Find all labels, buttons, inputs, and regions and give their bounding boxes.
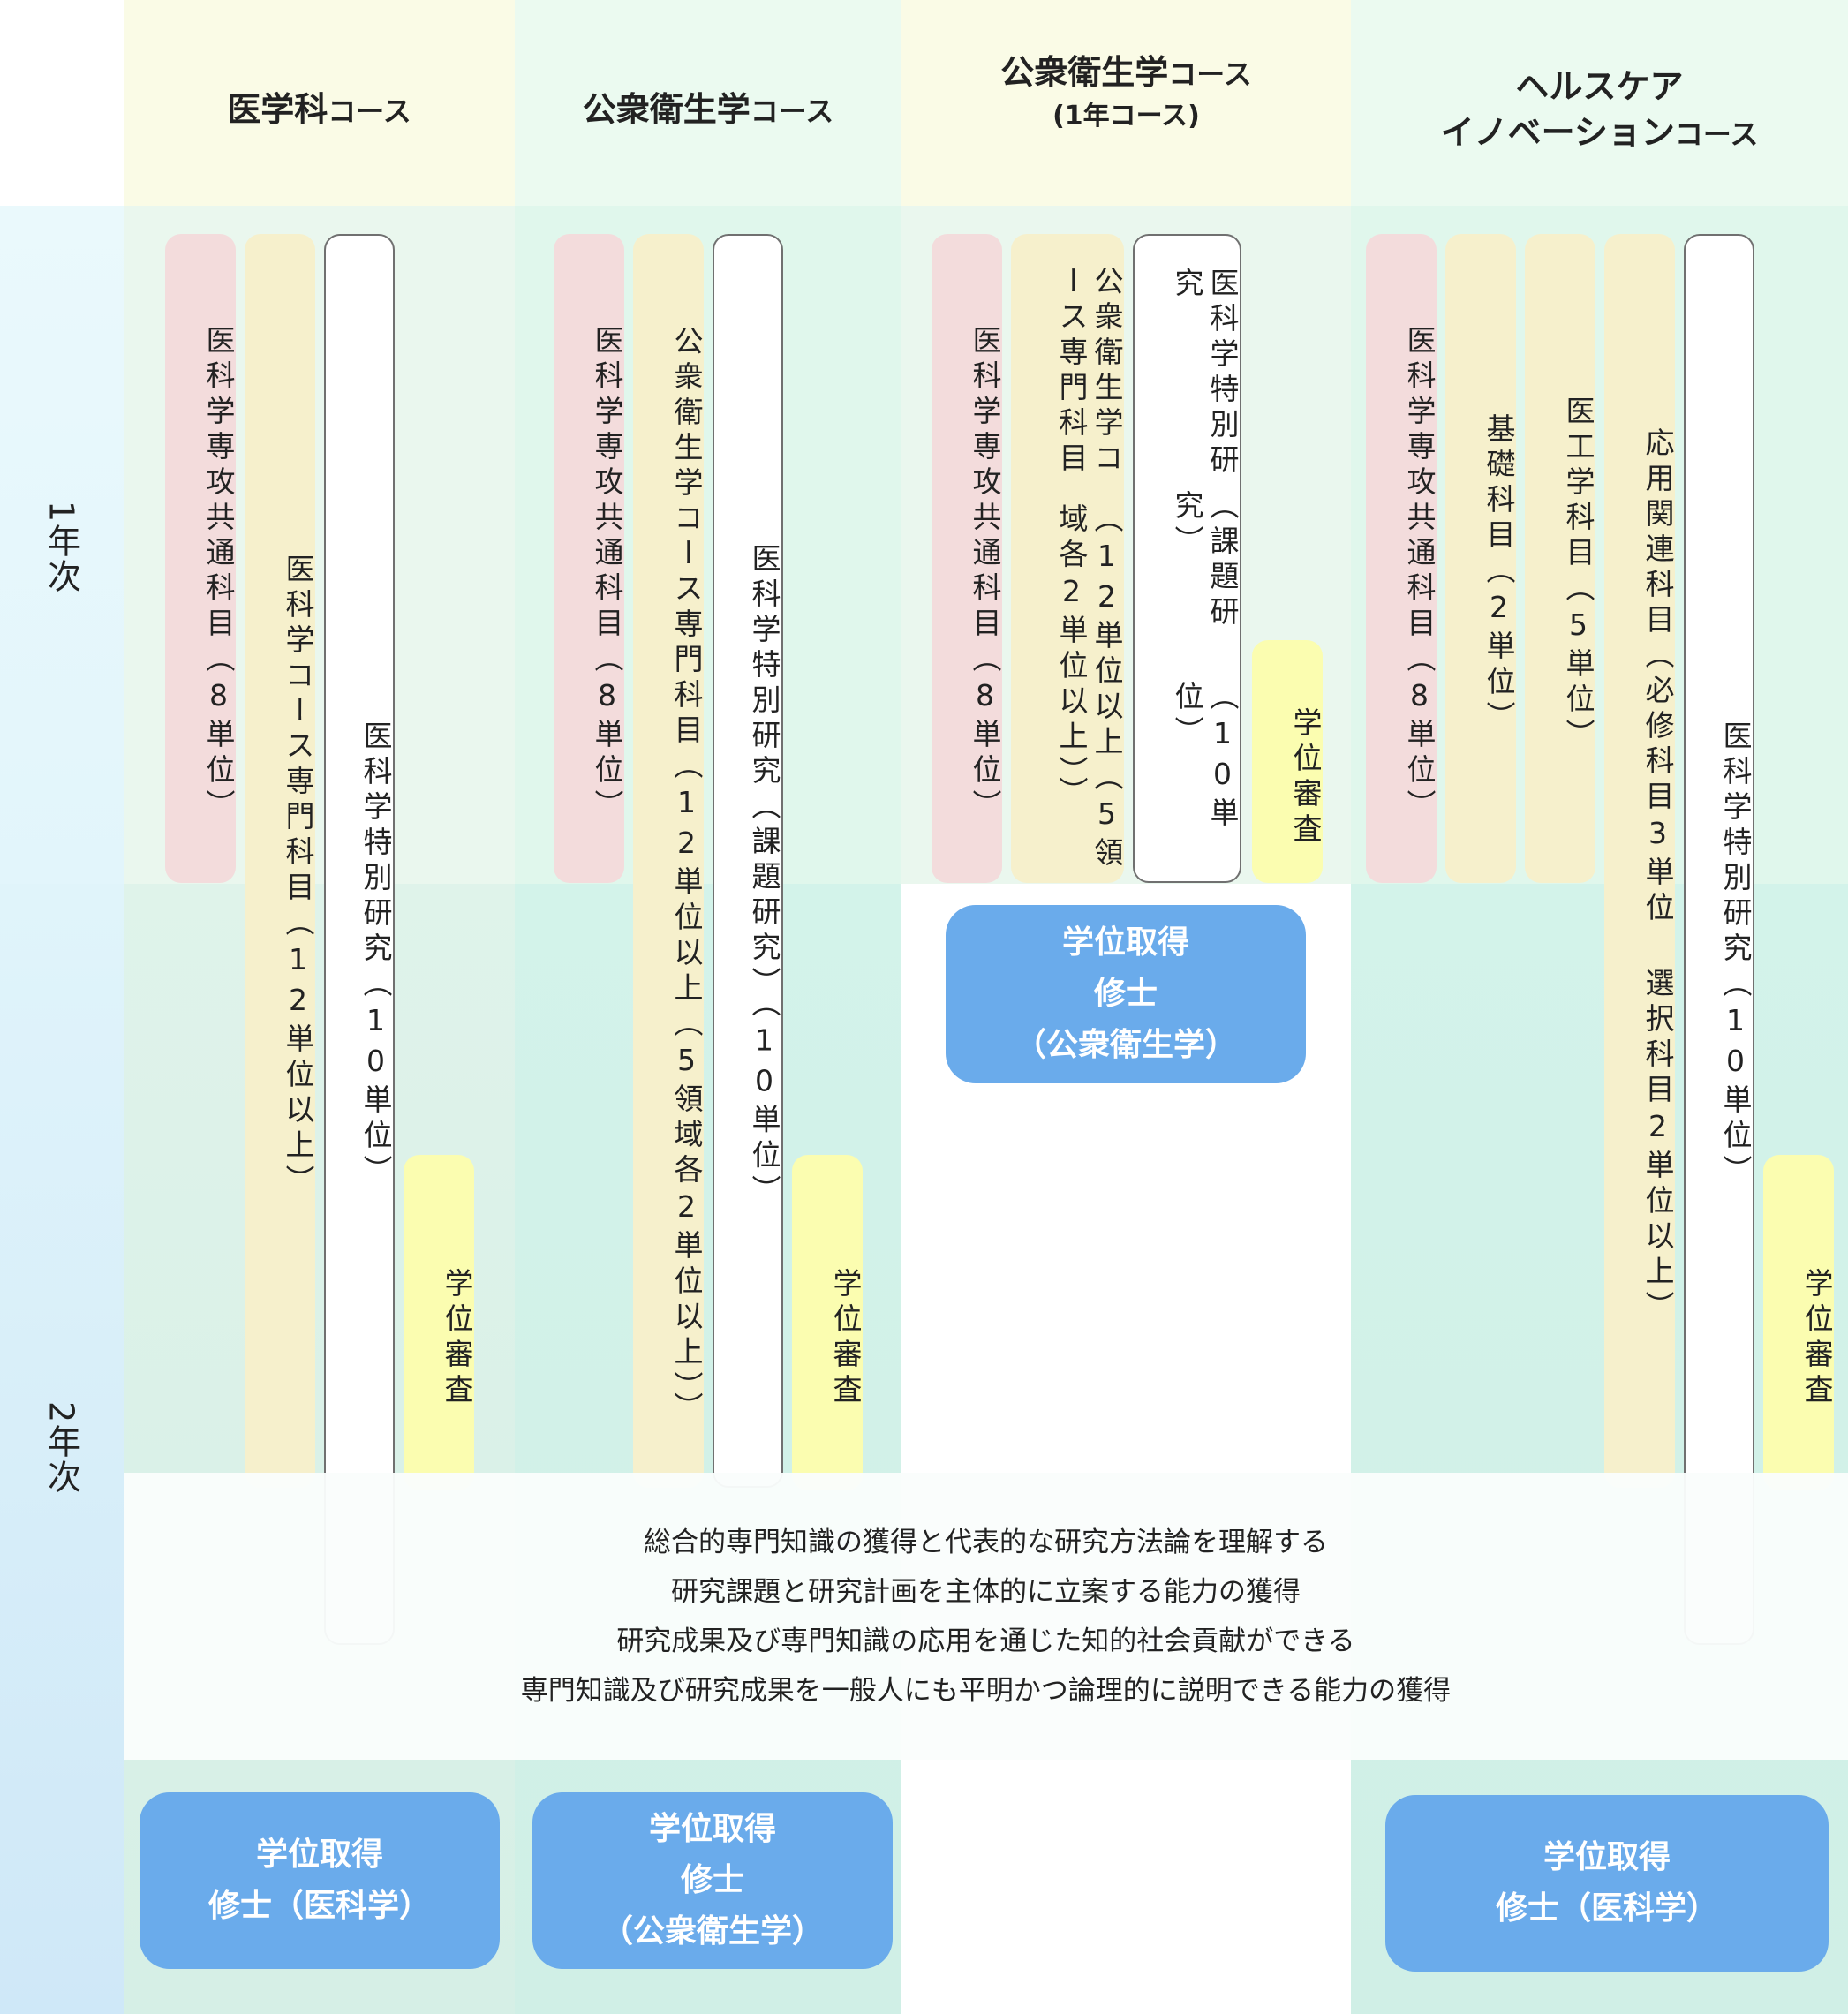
degree-line: 学位取得 <box>648 1811 776 1847</box>
ph1-specialty-title: 公衆衛生学コース専門科目 <box>1054 266 1124 478</box>
header-main: 公衆衛生学 <box>1000 53 1169 92</box>
header-line1: ヘルスケア <box>1515 67 1684 106</box>
ph-degree-box: 学位取得 修士 （公衆衛生学） <box>532 1792 893 1969</box>
degree-line: 修士 <box>1093 976 1158 1012</box>
hi-basic-subjects-box: 基礎科目（2単位） <box>1445 234 1516 883</box>
public-health-course-header: 公衆衛生学コース <box>515 35 901 185</box>
hi-common-subjects-box: 医科学専攻共通科目（8単位） <box>1366 234 1437 883</box>
medical-course-header: 医学科コース <box>124 35 515 185</box>
hi-degree-review-box: 学位審査 <box>1763 1155 1834 1490</box>
medical-common-subjects-box: 医科学専攻共通科目（8単位） <box>165 234 236 883</box>
ph1-common-subjects-box: 医科学専攻共通科目（8単位） <box>932 234 1002 883</box>
goal-item: 総合的専門知識の獲得と代表的な研究方法論を理解する <box>644 1526 1328 1558</box>
ph-special-research-box: 医科学特別研究（課題研究）（10単位） <box>713 234 783 1488</box>
degree-line: 修士（医科学） <box>207 1888 431 1924</box>
header-main: イノベーション <box>1440 113 1675 152</box>
ph1-research-type: （課題研究） <box>1170 490 1240 632</box>
goal-item: 専門知識及び研究成果を一般人にも平明かつ論理的に説明できる能力の獲得 <box>520 1674 1452 1707</box>
medical-degree-review-box: 学位審査 <box>404 1155 474 1490</box>
ph-course-specialty-box: 公衆衛生学コース専門科目（12単位以上（5領域各2単位以上）） <box>633 234 704 1488</box>
ph1-research-units: （10単位） <box>1170 681 1240 834</box>
medical-special-research-box: 医科学特別研究（10単位） <box>324 234 395 1645</box>
degree-line: 修士 <box>680 1862 744 1898</box>
public-health-1yr-course-header: 公衆衛生学コース (1年コース) <box>901 35 1351 150</box>
hi-degree-box: 学位取得 修士（医科学） <box>1385 1795 1829 1972</box>
healthcare-innovation-course-header: ヘルスケア イノベーションコース <box>1351 53 1848 168</box>
hi-special-research-box: 医科学特別研究（10単位） <box>1684 234 1754 1645</box>
medical-course-specialty-box: 医科学コース専門科目（12単位以上） <box>245 234 315 1488</box>
year1-label: 1年次 <box>41 500 81 595</box>
header-suffix: コース <box>328 94 411 128</box>
degree-line: 学位取得 <box>1061 924 1189 961</box>
corner-blank <box>0 0 124 206</box>
year2-label: 2年次 <box>41 1400 81 1496</box>
header-main: 公衆衛生学 <box>582 90 751 129</box>
goal-item: 研究成果及び専門知識の応用を通じた知的社会貢献ができる <box>616 1625 1355 1657</box>
degree-line: 学位取得 <box>1543 1839 1671 1875</box>
ph1-special-research-box: 医科学特別研究 （課題研究） （10単位） <box>1133 234 1241 883</box>
degree-line: （公衆衛生学） <box>1014 1027 1237 1063</box>
header-suffix: コース <box>1674 117 1759 151</box>
ph1-degree-review-box: 学位審査 <box>1252 640 1323 883</box>
medical-degree-box: 学位取得 修士（医科学） <box>140 1792 500 1969</box>
degree-line: 修士（医科学） <box>1495 1890 1718 1927</box>
ph-degree-review-box: 学位審査 <box>792 1155 863 1490</box>
degree-line: （公衆衛生学） <box>600 1913 824 1950</box>
year1-band <box>0 206 124 884</box>
degree-line: 学位取得 <box>255 1837 383 1873</box>
ph1-specialty-units: （12単位以上（5領域各2単位以上）） <box>1054 502 1124 872</box>
learning-goals: 総合的専門知識の獲得と代表的な研究方法論を理解する 研究課題と研究計画を主体的に… <box>124 1473 1848 1760</box>
header-sub: (1年コース) <box>1052 101 1200 132</box>
goal-item: 研究課題と研究計画を主体的に立案する能力の獲得 <box>671 1575 1301 1608</box>
hi-medical-engineering-box: 医工学科目（5単位） <box>1525 234 1595 883</box>
year2-band <box>0 884 124 2014</box>
ph1-research-title: 医科学特別研究 <box>1170 268 1240 479</box>
hi-applied-subjects-box: 応用関連科目（必修科目3単位 選択科目2単位以上） <box>1604 234 1675 1488</box>
header-main: 医学科 <box>227 90 328 129</box>
ph-common-subjects-box: 医科学専攻共通科目（8単位） <box>554 234 624 883</box>
ph1-course-specialty-box: 公衆衛生学コース専門科目 （12単位以上（5領域各2単位以上）） <box>1011 234 1124 883</box>
ph1-degree-box: 学位取得 修士 （公衆衛生学） <box>946 905 1306 1083</box>
header-suffix: コース <box>1168 57 1252 91</box>
header-suffix: コース <box>750 94 834 128</box>
